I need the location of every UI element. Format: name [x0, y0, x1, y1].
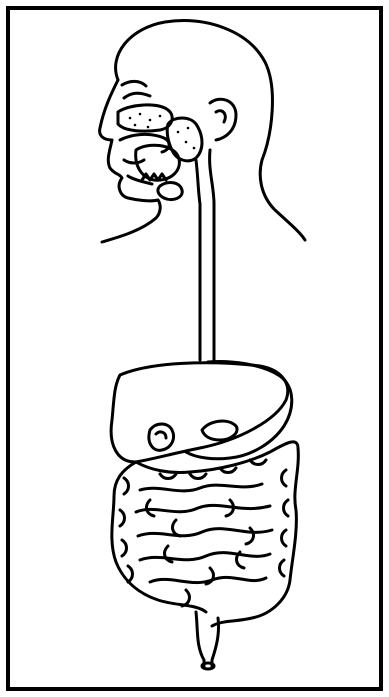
oral-cavity: [120, 134, 179, 184]
nasal-cavity: [118, 105, 172, 131]
frame-border: [8, 8, 381, 689]
esophagus: [196, 150, 214, 362]
gallbladder: [149, 424, 174, 450]
rectum: [196, 612, 219, 669]
stomach: [186, 362, 292, 459]
ear-outline: [210, 99, 236, 140]
small-intestine: [136, 484, 272, 606]
